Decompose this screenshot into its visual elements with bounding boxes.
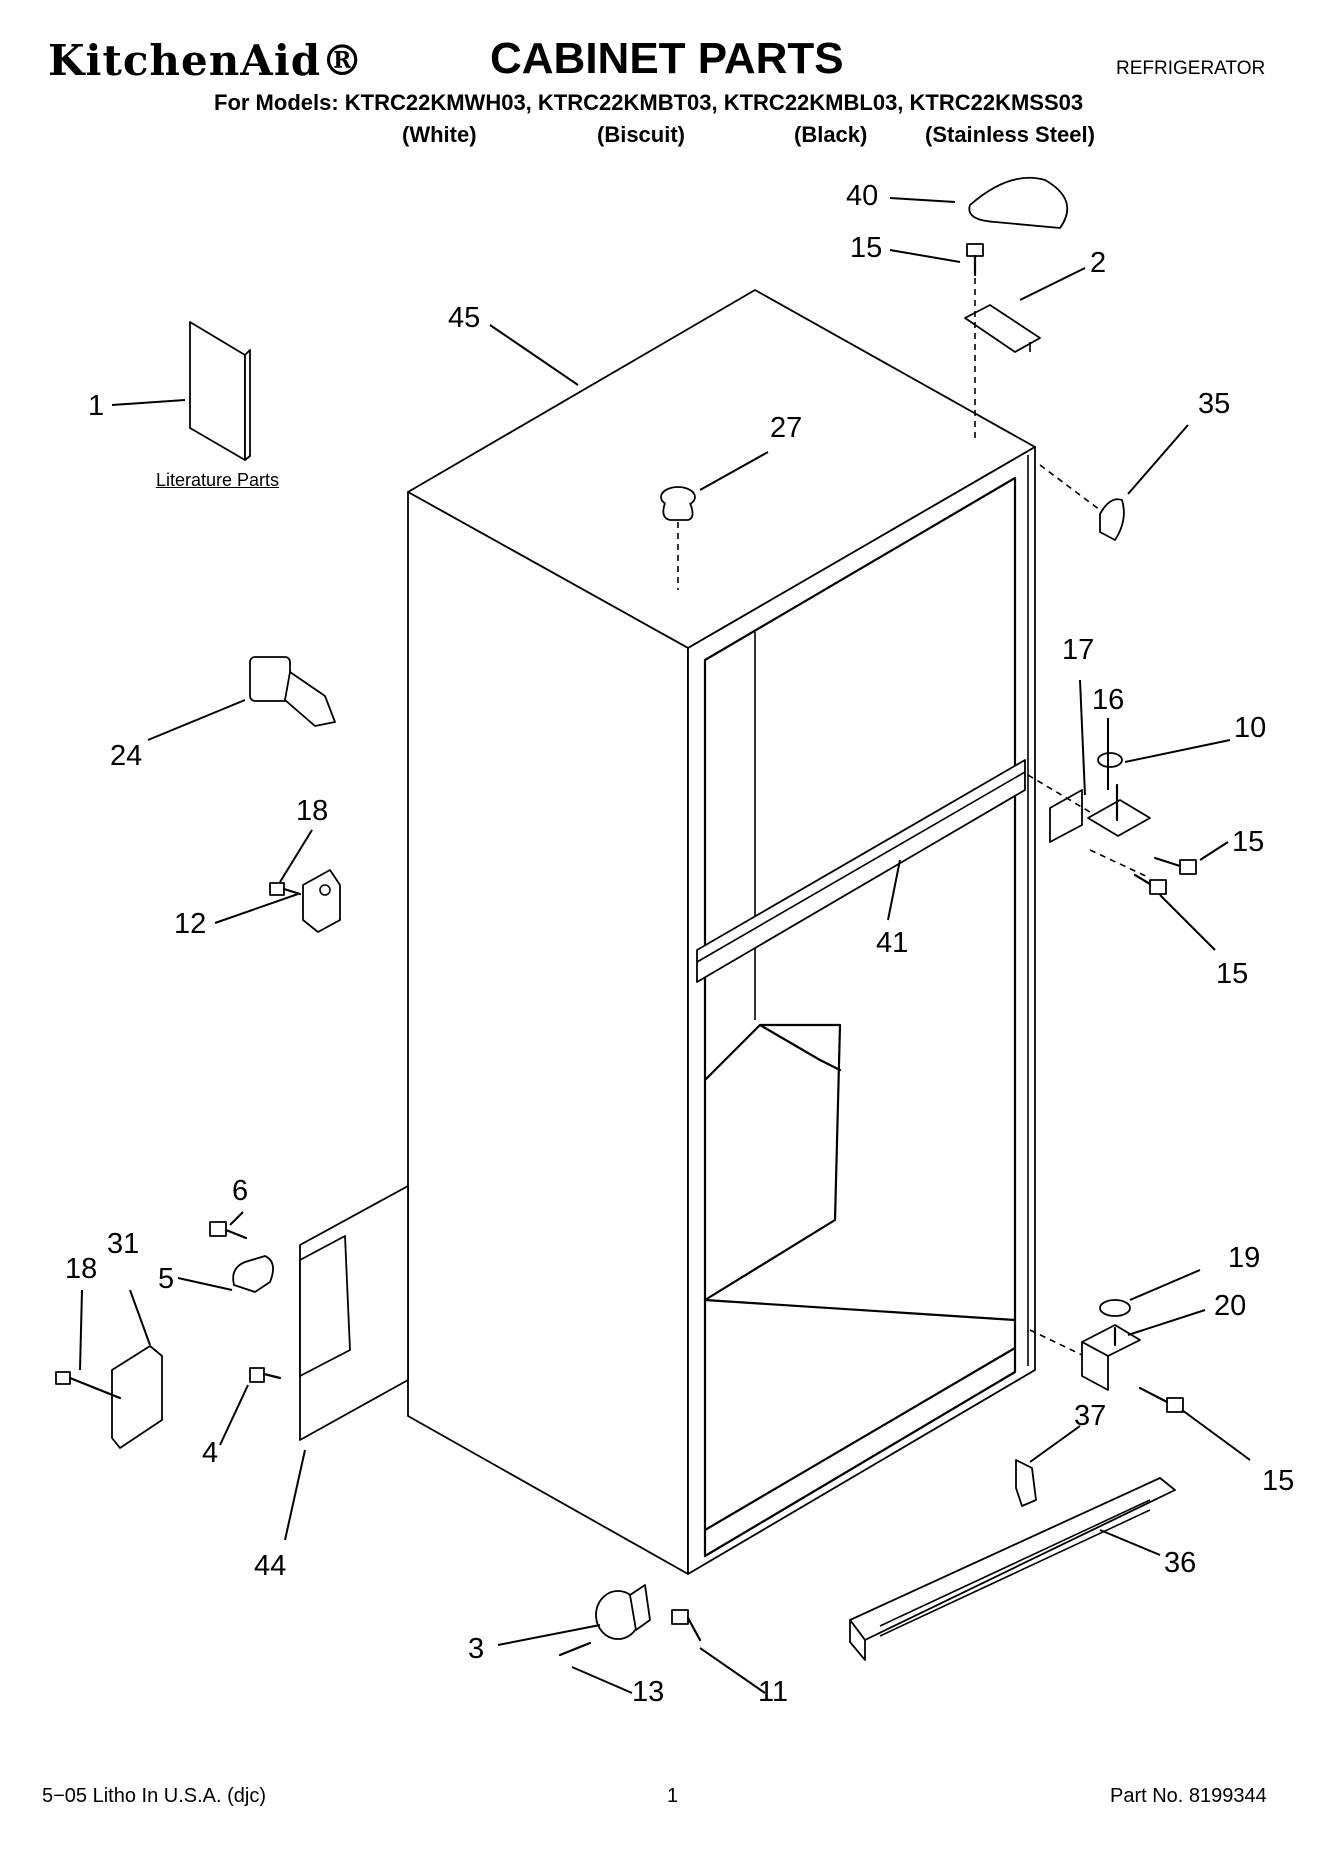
bottom-hinge-washer — [1100, 1300, 1130, 1316]
variant-black: (Black) — [794, 122, 868, 147]
callout-6: 6 — [232, 1175, 249, 1207]
callout-40: 40 — [846, 180, 879, 212]
top-hinge-screw — [967, 244, 983, 275]
product-type: REFRIGERATOR — [1116, 58, 1266, 79]
clip-screw — [210, 1222, 246, 1238]
bracket-panel — [300, 1186, 408, 1440]
callout-12: 12 — [174, 908, 207, 940]
literature-parts-booklet — [190, 322, 250, 460]
divider-bar — [697, 760, 1025, 982]
roller-assembly — [596, 1585, 650, 1639]
center-hinge-screw-upper — [1155, 858, 1196, 874]
center-hinge-washer — [1098, 753, 1122, 767]
bottom-hinge-screw — [1140, 1388, 1183, 1412]
page-number: 1 — [667, 1785, 679, 1807]
callout-10: 10 — [1234, 712, 1267, 744]
callout-44: 44 — [254, 1550, 287, 1582]
callout-31: 31 — [107, 1228, 140, 1260]
toe-grille — [850, 1478, 1175, 1660]
hinge-cover — [969, 178, 1067, 228]
callout-3: 3 — [468, 1633, 485, 1665]
callout-11: 11 — [758, 1676, 789, 1708]
callout-18-cover-screw: 18 — [65, 1253, 98, 1285]
models-line: For Models: KTRC22KMWH03, KTRC22KMBT03, … — [214, 90, 1084, 115]
roller-axle — [560, 1643, 590, 1655]
callout-4: 4 — [202, 1437, 219, 1469]
page-title: CABINET PARTS — [490, 34, 844, 83]
panel-screw — [250, 1368, 280, 1382]
callout-17: 17 — [1062, 634, 1095, 666]
callout-2: 2 — [1090, 247, 1107, 279]
part-number: Part No. 8199344 — [1110, 1785, 1267, 1807]
grille-clip — [1016, 1460, 1036, 1506]
callout-16: 16 — [1092, 684, 1125, 716]
callout-13: 13 — [632, 1676, 665, 1708]
center-hinge — [1050, 785, 1150, 842]
stop-screw — [270, 883, 300, 895]
callout-15-center-hinge-screw-upper: 15 — [1232, 826, 1265, 858]
callout-24: 24 — [110, 740, 143, 772]
callout-37: 37 — [1074, 1400, 1107, 1432]
variant-stainless-steel: (Stainless Steel) — [925, 122, 1095, 147]
callout-15-bottom-hinge-screw: 15 — [1262, 1465, 1295, 1497]
variant-white: (White) — [402, 122, 477, 147]
door-stop — [250, 657, 335, 726]
callout-15-center-hinge-screw-lower: 15 — [1216, 958, 1249, 990]
brand-logo: KitchenAid® — [48, 36, 365, 85]
cabinet — [408, 290, 1035, 1574]
callout-18-stop-screw: 18 — [296, 795, 329, 827]
literature-parts-label: Literature Parts — [156, 470, 280, 490]
callout-27: 27 — [770, 412, 803, 444]
door-stop-bracket — [303, 870, 340, 932]
callout-19: 19 — [1228, 1242, 1261, 1274]
top-hinge — [965, 305, 1040, 352]
callout-20: 20 — [1214, 1290, 1247, 1322]
callout-5: 5 — [158, 1263, 175, 1295]
hinge-plug — [1100, 499, 1124, 540]
bottom-hinge — [1082, 1325, 1140, 1390]
cover-screw — [56, 1372, 120, 1398]
callout-36: 36 — [1164, 1547, 1197, 1579]
callout-15-top-hinge-screw: 15 — [850, 232, 883, 264]
top-plug — [661, 487, 695, 520]
callout-35: 35 — [1198, 388, 1231, 420]
callout-41: 41 — [876, 927, 909, 959]
footer-print-info: 5−05 Litho In U.S.A. (djc) — [42, 1785, 267, 1807]
clip — [233, 1256, 273, 1292]
leveling-screw — [672, 1610, 700, 1640]
callout-1: 1 — [88, 390, 105, 422]
leader-arrows — [80, 198, 1250, 1693]
center-hinge-screw-lower — [1135, 875, 1166, 894]
variant-biscuit: (Biscuit) — [597, 122, 685, 147]
access-cover — [112, 1346, 162, 1448]
callout-45: 45 — [448, 302, 481, 334]
